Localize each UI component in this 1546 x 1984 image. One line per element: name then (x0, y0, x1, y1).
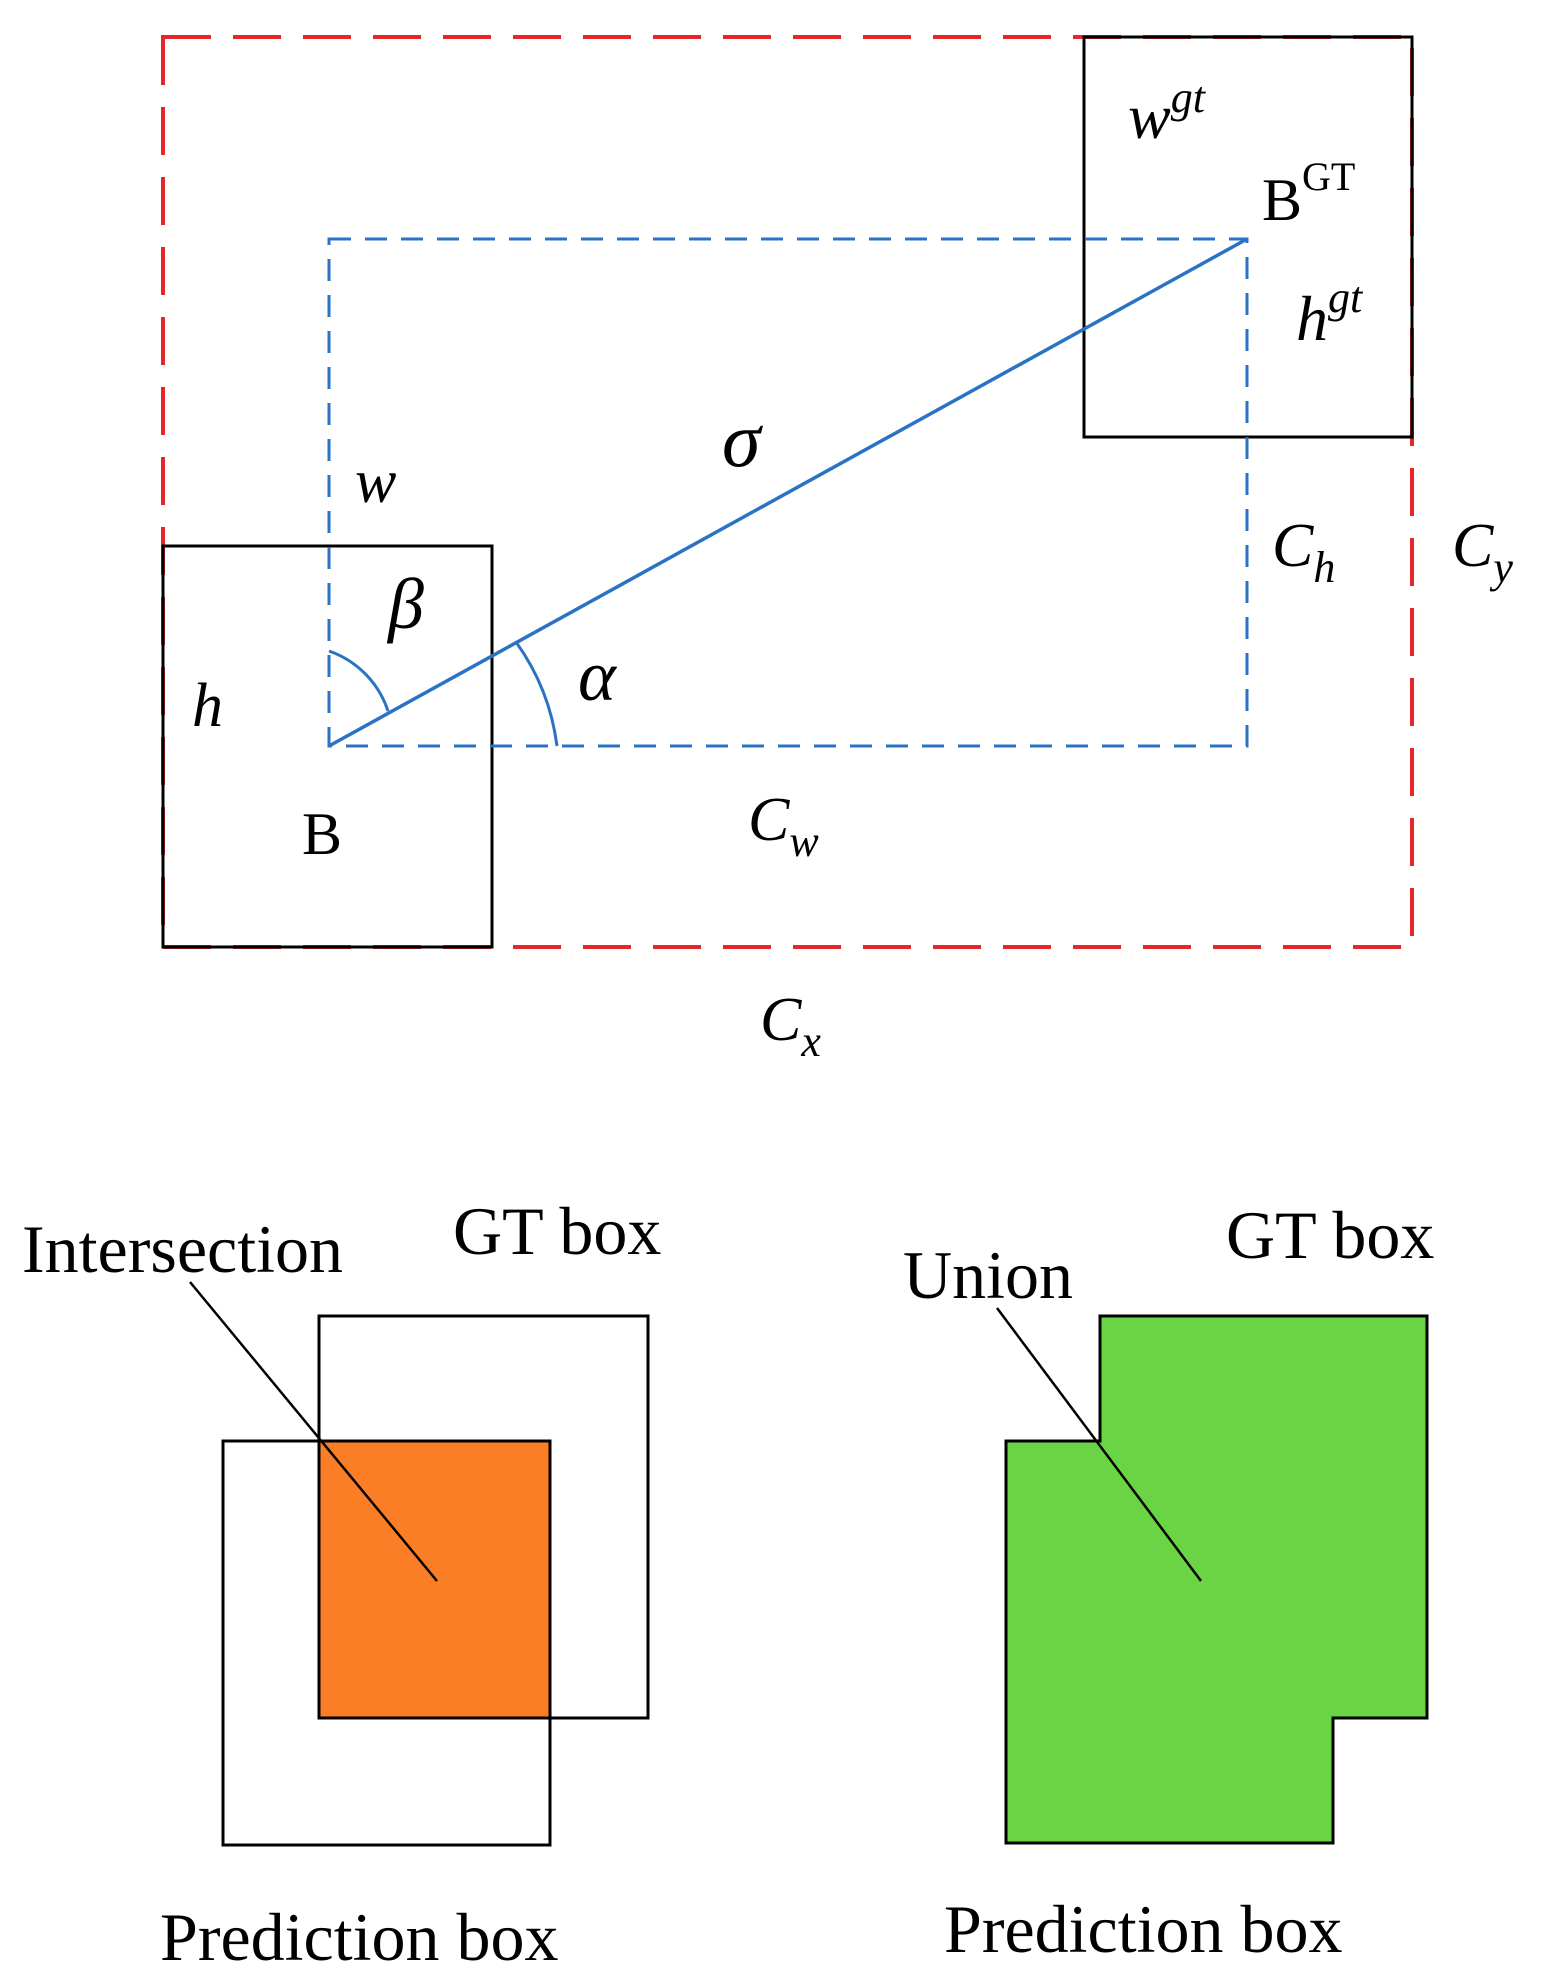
label-cy-sub: y (1489, 543, 1513, 592)
label-cy-base: C (1452, 512, 1494, 580)
alpha-arc (514, 641, 559, 747)
label-h-gt: hgt (1296, 273, 1364, 354)
top-diagram: wgt BGT hgt σ w β α h B Ch Cy Cw Cx (161, 35, 1513, 1066)
label-w: w (355, 448, 396, 516)
label-w-gt-base: w (1128, 81, 1171, 152)
label-sigma: σ (722, 396, 763, 483)
intersection-leader-line (189, 1281, 438, 1582)
union-area (1004, 1314, 1429, 1845)
prediction-box (221, 1439, 552, 1847)
label-bgt: BGT (1262, 154, 1355, 233)
label-cy: Cy (1452, 512, 1513, 592)
label-union: Union (903, 1237, 1073, 1313)
label-prediction-box-left: Prediction box (160, 1899, 559, 1975)
label-cw-sub: w (789, 817, 819, 866)
label-cw: Cw (748, 786, 819, 866)
label-gt-box-left: GT box (453, 1193, 661, 1269)
union-leader-line (995, 1307, 1203, 1582)
enclosing-box (161, 35, 1414, 949)
label-cw-base: C (748, 786, 790, 854)
label-prediction-box-right: Prediction box (944, 1891, 1343, 1967)
union-diagram: Union GT box Prediction box (903, 1197, 1434, 1967)
label-alpha: α (578, 636, 617, 716)
label-bgt-base: B (1262, 167, 1302, 233)
label-b: B (302, 801, 342, 867)
label-cx-base: C (760, 986, 802, 1054)
label-gt-box-right: GT box (1226, 1197, 1434, 1273)
label-cx-sub: x (800, 1017, 821, 1066)
label-ch-base: C (1272, 512, 1314, 580)
label-h-gt-sup: gt (1328, 273, 1364, 322)
label-w-gt: wgt (1128, 73, 1207, 152)
label-ch-sub: h (1313, 543, 1335, 592)
label-h: h (192, 672, 223, 740)
beta-arc (328, 649, 390, 712)
gt-box (317, 1314, 650, 1720)
center-distance-box (327, 237, 1249, 748)
label-beta: β (386, 564, 424, 644)
label-cx: Cx (760, 986, 821, 1066)
intersection-diagram: Intersection GT box Prediction box (22, 1193, 661, 1975)
label-h-gt-base: h (1296, 283, 1328, 354)
label-bgt-sup: GT (1302, 154, 1355, 199)
label-intersection: Intersection (22, 1211, 343, 1287)
label-ch: Ch (1272, 512, 1335, 592)
sigma-line (328, 237, 1248, 748)
label-w-gt-sup: gt (1171, 73, 1207, 122)
